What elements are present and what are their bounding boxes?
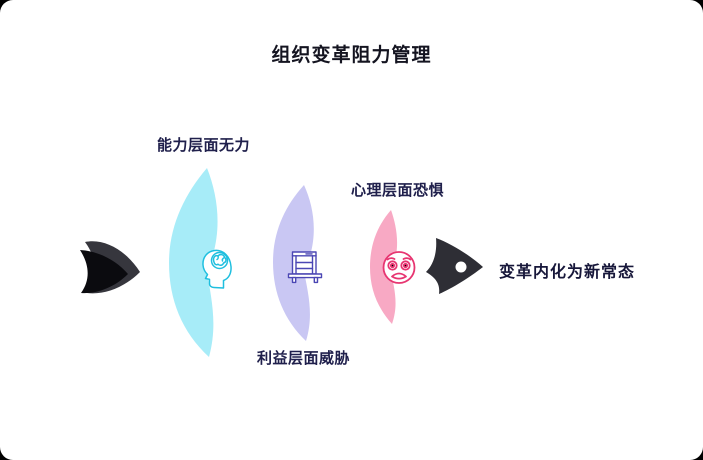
worried-face-icon <box>382 251 416 284</box>
head-brain-icon <box>202 249 232 289</box>
segment-label-interest: 利益层面威胁 <box>257 350 351 367</box>
fish-tail-front-shape <box>80 250 128 294</box>
fish-eye <box>455 261 467 273</box>
segment-label-psychology: 心理层面恐惧 <box>351 182 445 199</box>
head-brain-icon-strokes <box>202 249 232 289</box>
fish-head-icon <box>426 238 483 294</box>
worried-face-icon-strokes <box>382 251 416 284</box>
cabinet-icon-strokes <box>287 251 323 284</box>
page-title: 组织变革阻力管理 <box>271 45 432 66</box>
fish-tail-icon <box>80 241 140 294</box>
leaf-capability-shape <box>169 168 218 357</box>
leaf-capability <box>169 168 218 357</box>
cabinet-icon <box>287 251 323 284</box>
fish-head-shape <box>426 238 483 294</box>
segment-label-capability: 能力层面无力 <box>157 137 251 154</box>
result-label: 变革内化为新常态 <box>499 264 636 281</box>
